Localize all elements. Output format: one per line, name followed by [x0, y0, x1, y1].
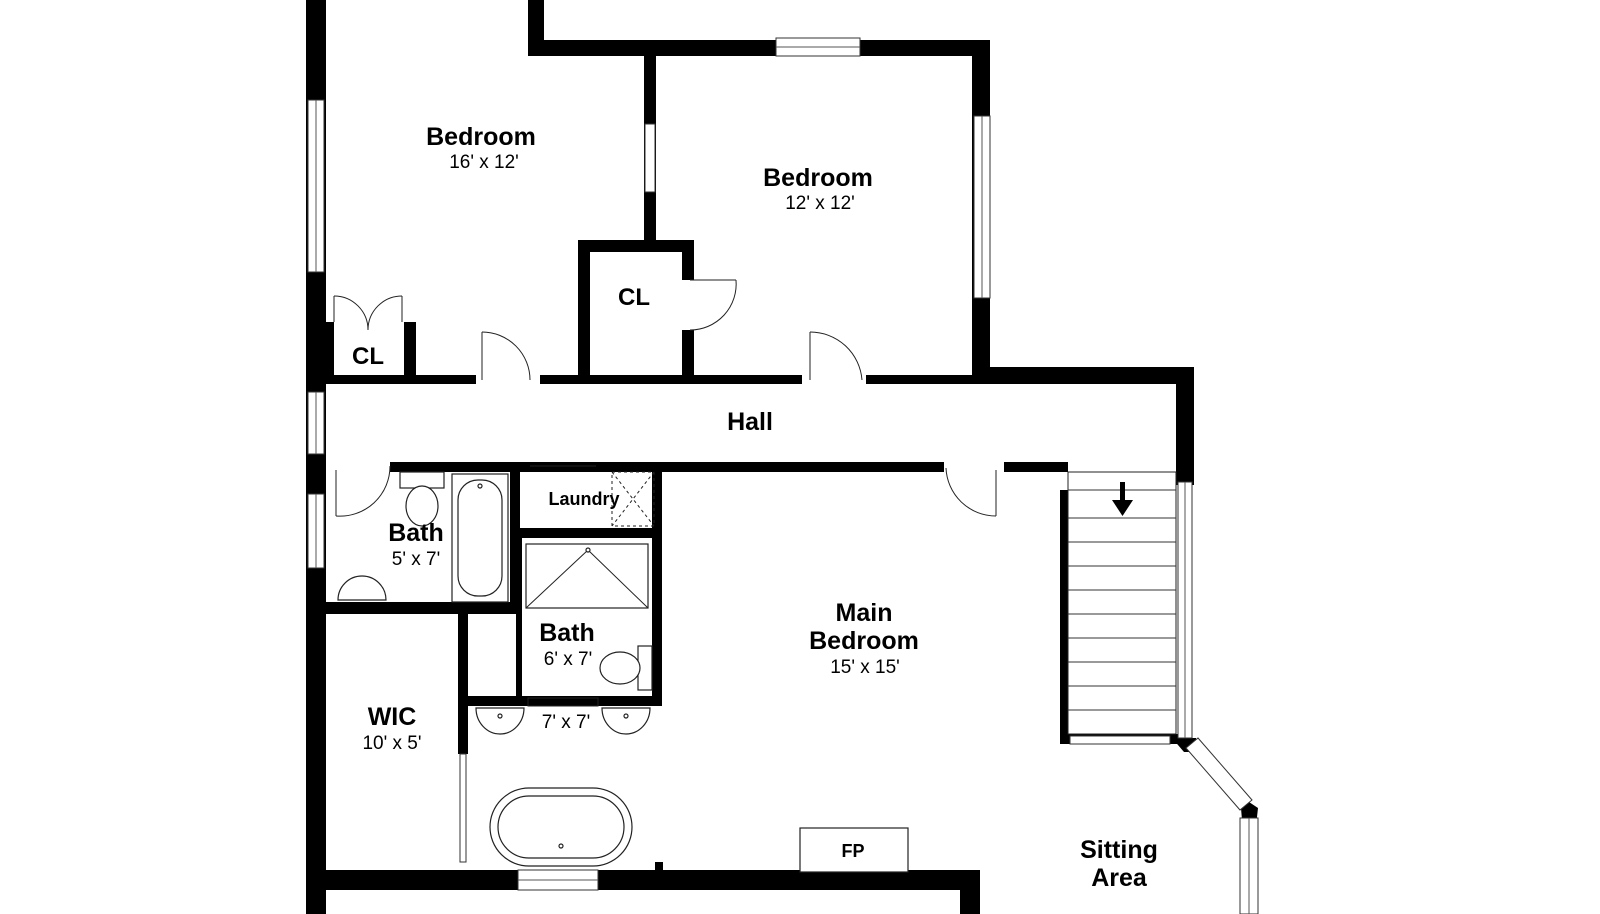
room-labels: Bedroom 16' x 12' Bedroom 12' x 12' CL C… [352, 123, 1158, 892]
wic-dims: 10' x 5' [362, 733, 421, 754]
main-bedroom-name-line1: Main [836, 599, 893, 627]
closet-center-label: CL [618, 284, 650, 311]
closet-left-label: CL [352, 343, 384, 370]
bedroom1-dims: 16' x 12' [449, 152, 519, 173]
laundry-name: Laundry [548, 489, 619, 509]
staircase [1067, 471, 1177, 735]
main-bedroom-name-line2: Bedroom [809, 627, 919, 655]
windows [307, 37, 1259, 914]
main-bath-dims: 7' x 7' [542, 712, 590, 733]
bath2-dims: 6' x 7' [544, 649, 592, 670]
bath1-name: Bath [388, 519, 444, 547]
bath2-name: Bath [539, 619, 595, 647]
bath1-dims: 5' x 7' [392, 549, 440, 570]
main-bedroom-dims: 15' x 15' [830, 657, 900, 678]
hall-name: Hall [727, 408, 773, 436]
arrow-down-icon [1112, 482, 1133, 516]
bedroom1-name: Bedroom [426, 123, 536, 151]
fireplace-label: FP [841, 841, 864, 861]
sitting-area-name-line1: Sitting [1080, 836, 1158, 864]
wic-name: WIC [368, 703, 417, 731]
fixtures [337, 471, 909, 873]
bedroom2-name: Bedroom [763, 164, 873, 192]
bedroom2-dims: 12' x 12' [785, 193, 855, 214]
doors [333, 279, 997, 517]
sitting-area-name-line2: Area [1091, 864, 1148, 892]
